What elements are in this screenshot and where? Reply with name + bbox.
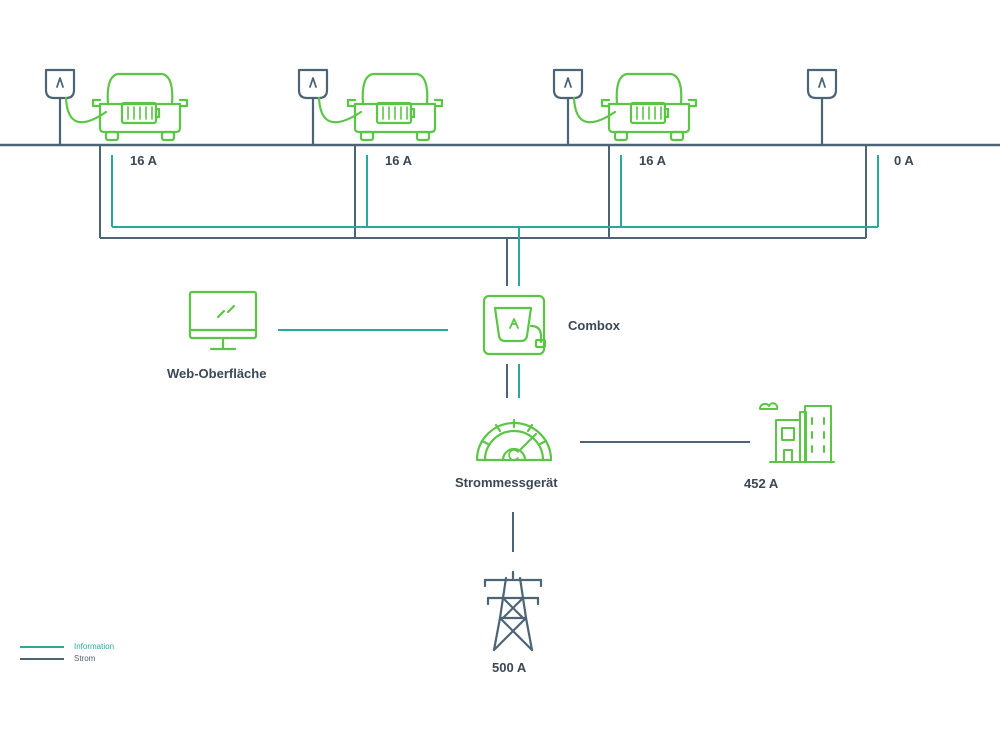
car-1 bbox=[91, 72, 189, 142]
grid-current-label: 500 A bbox=[492, 660, 527, 675]
meter-icon bbox=[475, 418, 553, 462]
legend-strom: Strom bbox=[20, 654, 95, 663]
web-interface-label: Web-Oberfläche bbox=[167, 366, 267, 381]
legend-information-swatch bbox=[20, 645, 64, 648]
station-2-current: 16 A bbox=[385, 153, 412, 168]
legend-information: Information bbox=[20, 642, 114, 651]
charging-station-4 bbox=[806, 68, 838, 147]
monitor-icon bbox=[188, 290, 258, 351]
charging-station-1 bbox=[44, 68, 108, 147]
car-2 bbox=[346, 72, 444, 142]
meter-label: Strommessgerät bbox=[455, 475, 558, 490]
legend-information-label: Information bbox=[74, 642, 115, 651]
building-icon bbox=[759, 402, 835, 463]
combox-icon bbox=[482, 294, 547, 356]
pylon-icon bbox=[483, 570, 543, 652]
station-4-current: 0 A bbox=[894, 153, 914, 168]
building-current-label: 452 A bbox=[744, 476, 779, 491]
station-3-current: 16 A bbox=[639, 153, 666, 168]
combox-label: Combox bbox=[568, 318, 620, 333]
legend-strom-swatch bbox=[20, 657, 64, 660]
charging-station-3 bbox=[552, 68, 617, 147]
power-network bbox=[99, 145, 867, 552]
information-network bbox=[111, 155, 879, 398]
legend-strom-label: Strom bbox=[74, 654, 96, 663]
station-1-current: 16 A bbox=[130, 153, 157, 168]
car-3 bbox=[600, 72, 698, 142]
charging-station-2 bbox=[297, 68, 363, 147]
